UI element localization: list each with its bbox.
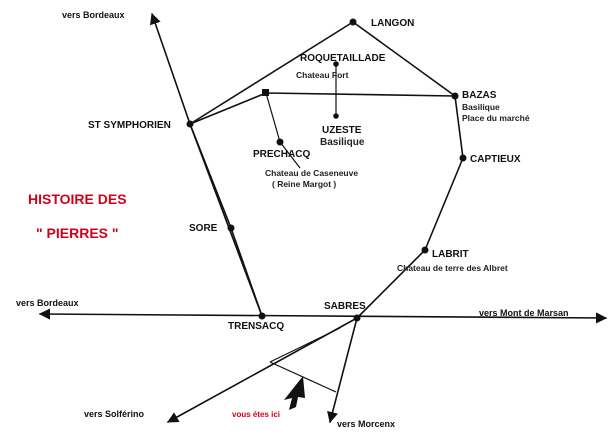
dot-captieux <box>459 154 467 162</box>
title-line-1: HISTOIRE DES <box>28 191 127 207</box>
dot-uzeste <box>333 113 339 119</box>
road-stsymphorien-trensacq <box>189 123 263 317</box>
road-to-bordeaux-north <box>149 12 191 125</box>
site-prechacq-2: ( Reine Margot ) <box>272 179 336 189</box>
dot-st-symphorien <box>186 120 194 128</box>
label-prechacq: PRECHACQ <box>253 149 310 160</box>
label-labrit: LABRIT <box>432 249 469 260</box>
road-east-west <box>38 308 608 324</box>
title-line-2: " PIERRES " <box>36 225 119 241</box>
dir-bordeaux-north: vers Bordeaux <box>62 10 125 20</box>
label-roquetaillade: ROQUETAILLADE <box>300 53 386 64</box>
dot-bazas <box>451 92 459 100</box>
dir-solferino: vers Solférino <box>84 409 145 419</box>
dir-mont-de-marsan: vers Mont de Marsan <box>479 308 569 318</box>
road-stsymphorien-langon <box>189 21 354 125</box>
town-markers <box>186 18 467 322</box>
road-local-link-2 <box>269 327 341 363</box>
site-labrit: Chateau de terre des Albret <box>397 263 508 273</box>
road-captieux-labrit <box>424 157 464 251</box>
road-stsymphorien-crossroad <box>189 92 267 125</box>
label-sore: SORE <box>189 223 218 234</box>
site-uzeste: Basilique <box>320 137 365 148</box>
dot-crossroad <box>262 89 269 96</box>
dot-sore <box>227 224 235 232</box>
you-are-here-label: vous étes ici <box>232 410 280 419</box>
label-sabres: SABRES <box>324 301 366 312</box>
dir-morcenx: vers Morcenx <box>337 419 395 429</box>
road-langon-bazas <box>352 21 456 97</box>
site-roquetaillade: Chateau Fort <box>296 70 349 80</box>
you-are-here-arrow-icon <box>284 376 305 410</box>
road-prechacq-caseneuve <box>279 141 301 169</box>
dot-sabres <box>353 314 361 322</box>
dot-trensacq <box>258 312 266 320</box>
label-trensacq: TRENSACQ <box>228 321 284 332</box>
site-prechacq-1: Chateau de Caseneuve <box>265 168 358 178</box>
road-labrit-sabres <box>356 249 426 319</box>
road-bazas-captieux <box>454 95 464 159</box>
dot-labrit <box>421 246 429 254</box>
dot-roquetaillade <box>333 61 339 67</box>
label-captieux: CAPTIEUX <box>470 154 521 165</box>
site-bazas-2: Place du marché <box>462 113 530 123</box>
label-uzeste: UZESTE <box>322 125 362 136</box>
you-are-here-marker: vous étes ici <box>232 376 305 419</box>
road-crossroad-bazas <box>265 92 456 97</box>
label-bazas: BAZAS <box>462 90 497 101</box>
dot-langon <box>349 18 357 26</box>
dir-bordeaux-west: vers Bordeaux <box>16 298 79 308</box>
dot-prechacq <box>276 138 284 146</box>
label-langon: LANGON <box>371 18 414 29</box>
road-to-morcenx <box>327 317 358 424</box>
label-st-symphorien: ST SYMPHORIEN <box>88 120 171 131</box>
road-crossroad-prechacq <box>265 92 281 143</box>
site-bazas-1: Basilique <box>462 102 500 112</box>
